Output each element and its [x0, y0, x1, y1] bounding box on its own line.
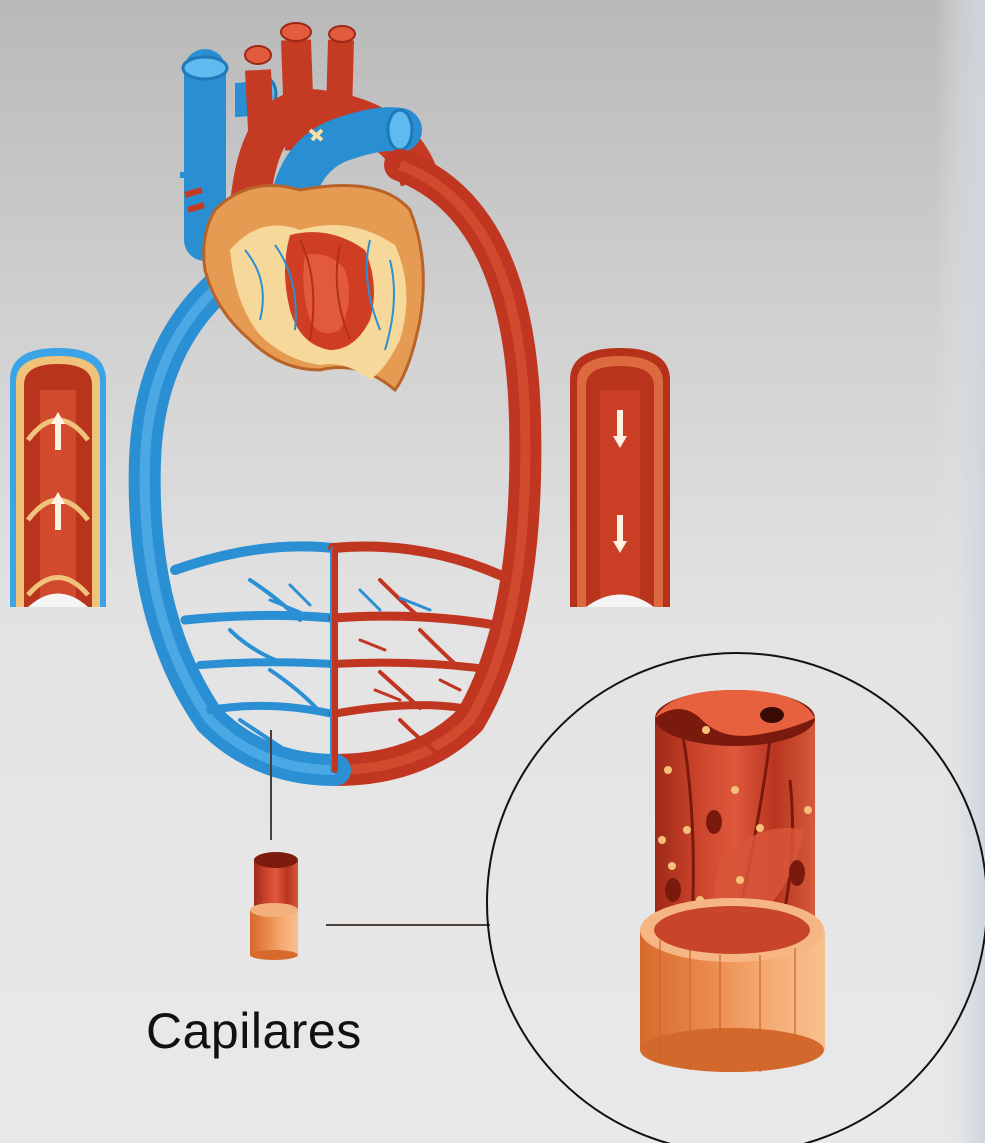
capillary-zoom — [640, 690, 825, 1072]
artery-section — [570, 348, 670, 607]
vein-section — [10, 348, 106, 607]
capillary-small — [250, 852, 298, 960]
capillaries-label: Capilares — [146, 1002, 362, 1060]
